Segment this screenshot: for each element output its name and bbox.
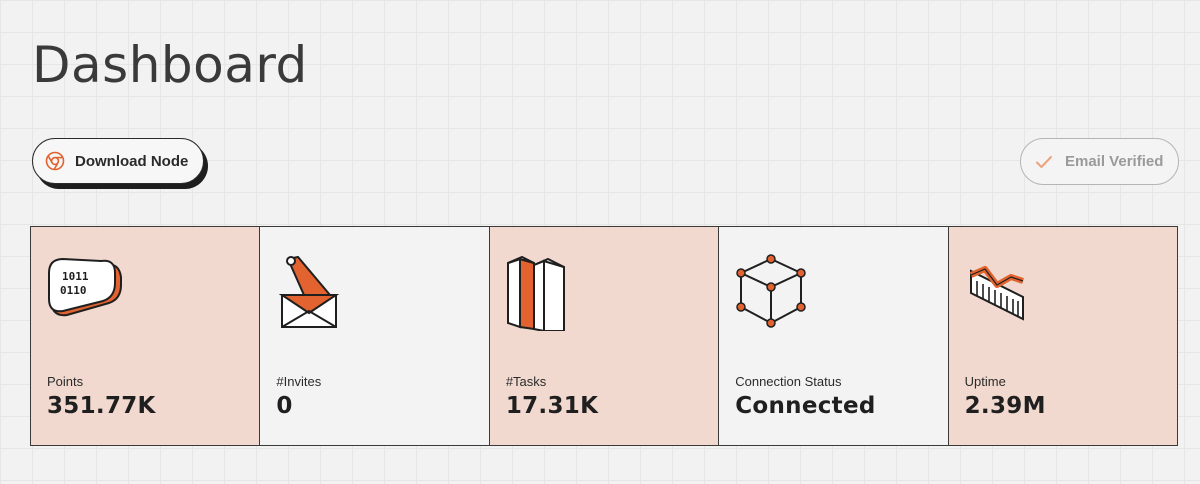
stat-label: Uptime: [964, 374, 1006, 389]
stat-label: Connection Status: [735, 374, 842, 389]
stat-card-uptime: Uptime 2.39M: [948, 227, 1178, 445]
page-title: Dashboard: [32, 36, 308, 94]
svg-text:1011: 1011: [62, 270, 89, 283]
download-node-button[interactable]: Download Node: [32, 138, 204, 184]
stat-value: 2.39M: [964, 393, 1046, 419]
books-icon: [504, 251, 584, 333]
stat-value: 0: [276, 393, 293, 419]
chrome-icon: [45, 151, 65, 171]
svg-text:0110: 0110: [60, 284, 87, 297]
cube-icon: [733, 251, 813, 331]
download-node-label: Download Node: [75, 152, 189, 170]
stat-card-points: 1011 0110 Points 351.77K: [31, 227, 261, 445]
stat-value: 351.77K: [47, 393, 156, 419]
stat-card-tasks: #Tasks 17.31K: [489, 227, 720, 445]
stat-card-invites: #Invites 0: [260, 227, 490, 445]
email-verified-button[interactable]: Email Verified: [1020, 138, 1179, 185]
binary-capsule-icon: 1011 0110: [45, 251, 125, 331]
envelope-icon: [274, 251, 354, 331]
check-icon: [1035, 153, 1053, 171]
stats-panel: 1011 0110 Points 351.77K #Invites 0: [30, 226, 1178, 446]
stat-value: Connected: [735, 393, 876, 419]
email-verified-label: Email Verified: [1065, 153, 1164, 170]
stat-card-connection: Connection Status Connected: [719, 227, 949, 445]
stat-label: #Tasks: [505, 374, 547, 389]
trend-chart-icon: [963, 251, 1043, 331]
stat-value: 17.31K: [505, 393, 599, 419]
stat-label: #Invites: [276, 374, 322, 389]
stat-label: Points: [47, 374, 84, 389]
